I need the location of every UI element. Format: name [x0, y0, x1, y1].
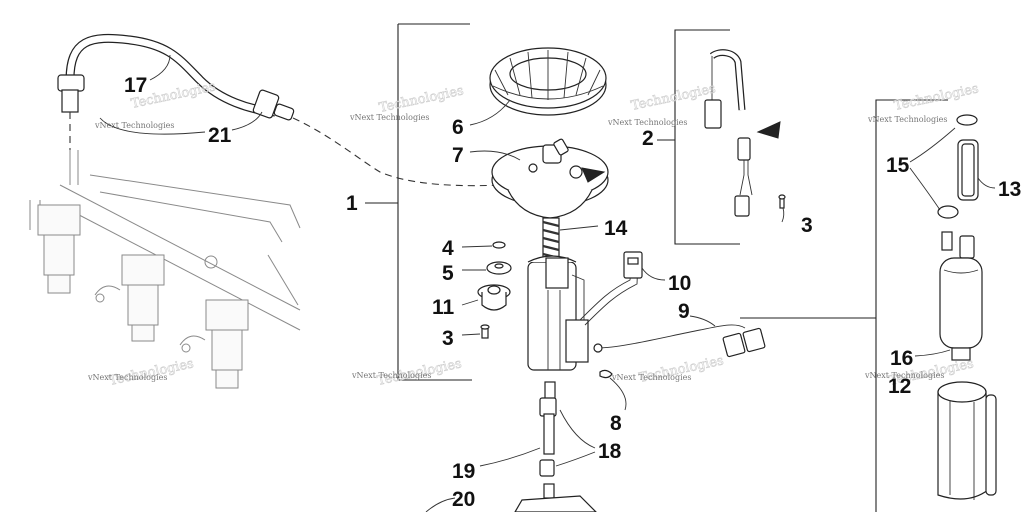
callout-17: 17: [124, 74, 147, 97]
o-ring: [492, 241, 506, 249]
pump-flange: [491, 138, 609, 219]
callout-6: 6: [452, 116, 464, 139]
hose-clamps: [937, 114, 979, 219]
fuel-pump: [939, 231, 983, 361]
wire-harness: [579, 251, 643, 326]
watermark: vNext Technologies: [349, 113, 429, 122]
screw: [778, 194, 786, 209]
callout-2: 2: [642, 127, 654, 150]
callout-9: 9: [678, 300, 690, 323]
pressure-regulator: [477, 284, 511, 311]
callout-1: 1: [346, 192, 358, 215]
callout-10: 10: [668, 272, 691, 295]
watermark: vNext Technologies: [351, 371, 431, 380]
callout-21: 21: [208, 124, 232, 147]
pump-module-body: [527, 217, 589, 371]
filter-tube: [514, 381, 597, 512]
watermark: vNext Technologies: [867, 115, 947, 124]
assembly-bracket-16: [875, 99, 948, 512]
direction-arrow-icon: [756, 121, 781, 139]
callout-4: 4: [442, 237, 454, 260]
watermark-ghost: Technologies: [893, 81, 980, 114]
fuel-rail-injector-assembly: [29, 150, 301, 389]
callout-12: 12: [888, 375, 911, 398]
callout-3: 3: [442, 327, 454, 350]
callout-16: 16: [890, 347, 913, 370]
wire-lead: [593, 324, 766, 358]
callout-18: 18: [598, 440, 622, 463]
assembly-bracket-1: [397, 23, 472, 381]
watermark: vNext Technologies: [87, 373, 167, 382]
connection-line: [292, 117, 521, 187]
callout-3: 3: [801, 214, 813, 237]
harness-connector: [704, 49, 753, 217]
watermark: vNext Technologies: [94, 121, 174, 130]
watermark-ghost: Technologies: [378, 83, 465, 116]
direction-arrow-icon: [581, 167, 606, 183]
assembly-bracket-2: [674, 29, 740, 245]
watermark: vNext Technologies: [864, 371, 944, 380]
fuel-hose: [57, 33, 295, 121]
callout-5: 5: [442, 262, 454, 285]
watermark: vNext Technologies: [611, 373, 691, 382]
callout-20: 20: [452, 488, 475, 511]
watermark-ghost: Technologies: [630, 81, 717, 114]
leader-lines: [99, 54, 996, 512]
clip: [599, 369, 613, 379]
screw: [480, 324, 490, 339]
callout-15: 15: [886, 154, 910, 177]
callout-11: 11: [432, 296, 455, 319]
pump-sleeve: [937, 381, 997, 500]
callout-14: 14: [604, 217, 628, 240]
watermark: vNext Technologies: [607, 118, 687, 127]
lock-ring: [489, 47, 607, 116]
callout-8: 8: [610, 412, 622, 435]
callout-7: 7: [452, 144, 464, 167]
callout-13: 13: [998, 178, 1021, 201]
callout-19: 19: [452, 460, 475, 483]
